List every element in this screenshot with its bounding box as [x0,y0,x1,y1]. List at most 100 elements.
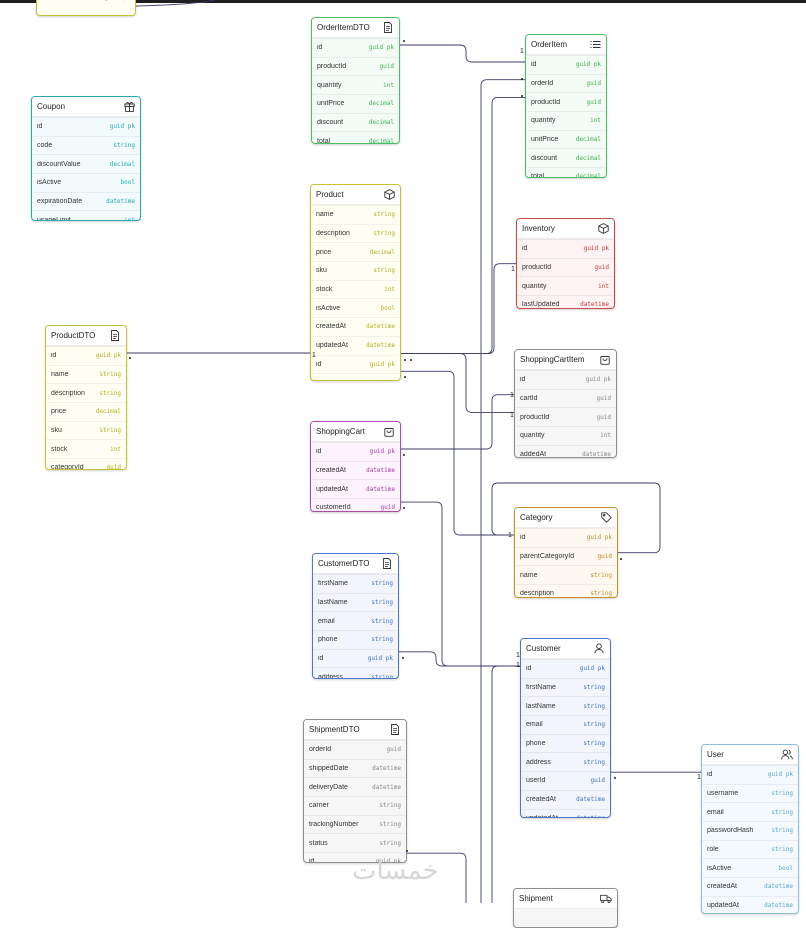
field-name: id [37,123,43,131]
entity-shipment[interactable]: Shipment [513,888,618,928]
